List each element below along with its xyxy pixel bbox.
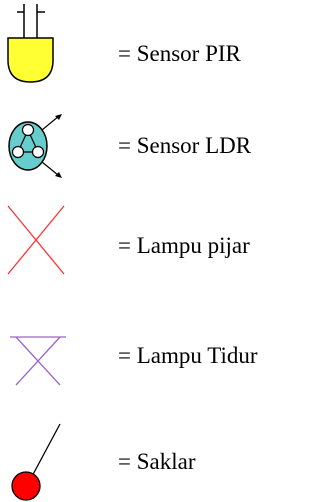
switch-icon bbox=[11, 423, 61, 501]
legend-item-saklar: = Saklar bbox=[0, 400, 323, 501]
ldr-sensor-icon bbox=[8, 114, 62, 178]
legend-label-lampu-pijar: = Lampu pijar bbox=[118, 233, 250, 258]
legend-item-sensor-pir: = Sensor PIR bbox=[0, 0, 323, 100]
legend-label-saklar: = Saklar bbox=[118, 449, 196, 474]
incandescent-lamp-icon bbox=[7, 205, 65, 275]
legend-label-sensor-ldr: = Sensor LDR bbox=[118, 133, 252, 158]
legend-item-lampu-pijar: = Lampu pijar bbox=[0, 190, 323, 300]
legend-label-sensor-pir: = Sensor PIR bbox=[118, 41, 241, 66]
pir-sensor-icon bbox=[7, 4, 54, 83]
legend-item-lampu-tidur: = Lampu Tidur bbox=[0, 300, 323, 400]
legend-label-lampu-tidur: = Lampu Tidur bbox=[118, 343, 258, 368]
legend-item-sensor-ldr: = Sensor LDR bbox=[0, 100, 323, 190]
night-lamp-icon bbox=[10, 336, 66, 386]
